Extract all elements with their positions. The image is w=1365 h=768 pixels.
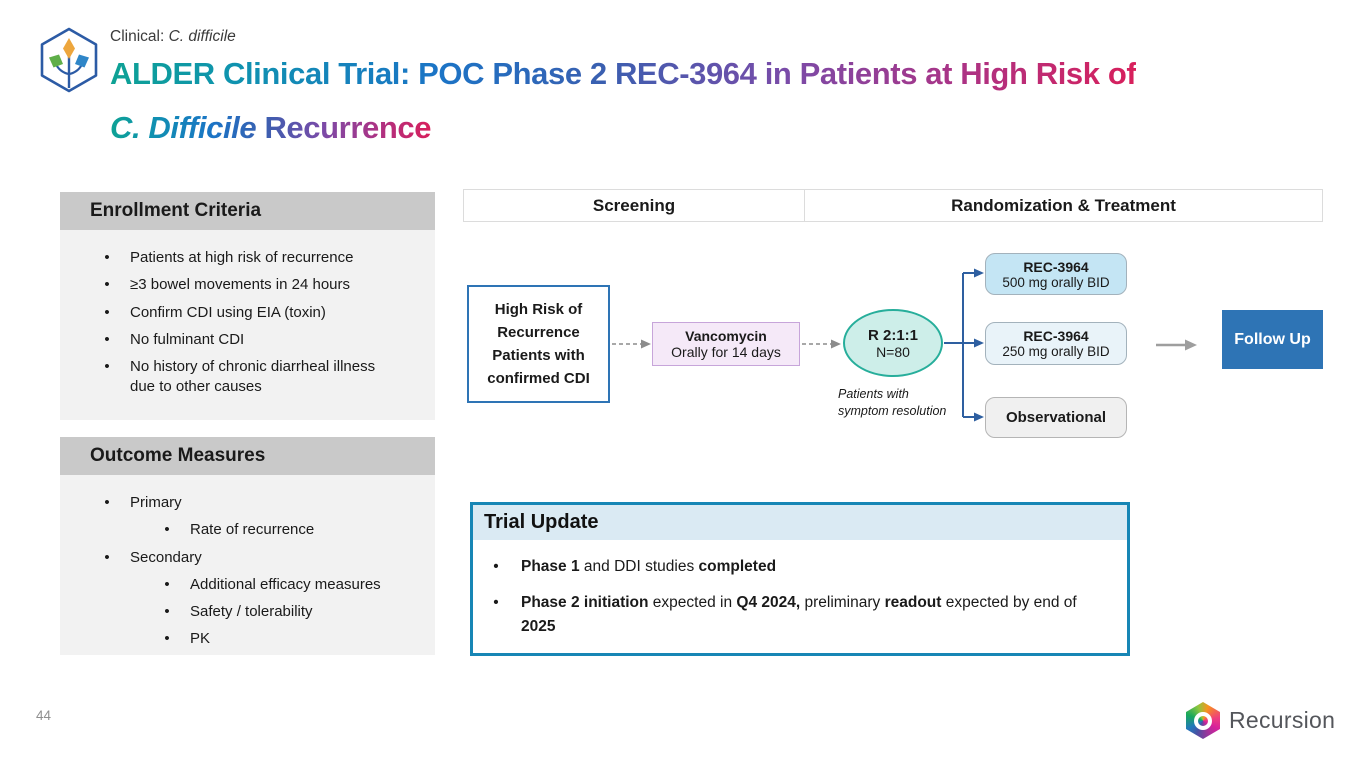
- bullet-label: Safety / tolerability: [190, 603, 313, 620]
- bullet-item: • Safety / tolerability: [160, 602, 435, 622]
- arm-rec3964-250mg-box: REC-3964 250 mg orally BID: [985, 322, 1127, 365]
- bullet-marker: •: [104, 494, 110, 511]
- bullet-marker: •: [493, 594, 499, 612]
- slide-eyebrow: Clinical: C. difficile: [110, 28, 236, 45]
- bullet-label: Patients at high risk of recurrence: [130, 249, 354, 266]
- vancomycin-box: Vancomycin Orally for 14 days: [652, 322, 800, 366]
- bullet-label: Confirm CDI using EIA (toxin): [130, 303, 326, 321]
- bullet-item: • Primary: [100, 493, 435, 513]
- bullet-label: No history of chronic diarrheal illness …: [130, 358, 376, 396]
- bullet-label: Secondary: [130, 548, 202, 566]
- randomization-note: Patients with symptom resolution: [838, 387, 947, 418]
- bullet-item: • Patients at high risk of recurrence: [100, 248, 435, 268]
- phase-header-screening: Screening: [463, 189, 805, 222]
- bullet-item: • Additional efficacy measures: [160, 575, 435, 595]
- bullet-label: Primary: [130, 494, 182, 511]
- follow-up-box: Follow Up: [1222, 310, 1323, 369]
- enrollment-criteria-list: • Patients at high risk of recurrence • ≥3 …: [60, 230, 435, 420]
- bullet-marker: •: [164, 603, 170, 620]
- bullet-marker: •: [164, 521, 170, 539]
- vancomycin-subtitle: Orally for 14 days: [671, 344, 781, 360]
- bullet-label: Rate of recurrence: [190, 521, 315, 539]
- bullet-marker: •: [104, 330, 110, 348]
- bullet-item: • Confirm CDI using EIA (toxin): [100, 303, 435, 323]
- high-risk-patients-box: High Risk of Recurrence Patients with co…: [467, 285, 610, 403]
- arm-observational-box: Observational: [985, 397, 1127, 438]
- bullet-marker: •: [164, 630, 170, 648]
- bullet-item: • PK: [160, 629, 435, 649]
- bullet-label: Additional efficacy measures: [190, 575, 381, 593]
- arm-rec3964-500mg-box: REC-3964 500 mg orally BID: [985, 253, 1127, 295]
- bullet-label: Phase 2 initiation expected in Q4 2024, …: [521, 594, 1077, 635]
- recursion-hexagon-icon: [1186, 702, 1220, 739]
- bullet-marker: •: [493, 558, 499, 575]
- bullet-label: Phase 1 and DDI studies completed: [521, 558, 777, 575]
- bullet-marker: •: [104, 249, 110, 266]
- recursion-wordmark: Recursion: [1229, 707, 1336, 733]
- bullet-label: No fulminant CDI: [130, 330, 245, 348]
- bullet-item: • No fulminant CDI: [100, 330, 435, 350]
- bullet-label: PK: [190, 630, 211, 648]
- outcome-measures-header: Outcome Measures: [60, 437, 435, 475]
- bullet-marker: •: [104, 303, 110, 321]
- page-title-line1: ALDER Clinical Trial: POC Phase 2 REC-39…: [110, 56, 1137, 91]
- bullet-label: ≥3 bowel movements in 24 hours: [130, 276, 351, 294]
- bullet-item: • Rate of recurrence: [160, 520, 435, 540]
- bullet-marker: •: [104, 548, 110, 566]
- trial-update-bullets: • Phase 1 and DDI studies completed • Phase…: [473, 540, 1127, 638]
- trial-update-panel: Trial Update • Phase 1 and DDI studies co…: [470, 502, 1130, 656]
- trial-update-header: Trial Update: [473, 505, 1127, 540]
- randomization-n: N=80: [876, 343, 910, 360]
- bullet-marker: •: [104, 358, 110, 375]
- bullet-marker: •: [164, 575, 170, 593]
- recursion-logo: Recursion: [1186, 702, 1335, 739]
- trial-update-bullet: • Phase 2 initiation expected in Q4 2024,…: [485, 591, 1109, 638]
- outcome-measures-list: • Primary • Rate of recurrence • Secondary • Ad…: [60, 475, 435, 655]
- bullet-marker: •: [104, 276, 110, 294]
- recursion-ring: [1194, 711, 1212, 730]
- page-number: 44: [36, 708, 52, 723]
- trial-update-bullet: • Phase 1 and DDI studies completed: [485, 555, 1109, 578]
- phase-header-row: Screening Randomization & Treatment: [463, 189, 1323, 222]
- vancomycin-title: Vancomycin: [685, 328, 767, 344]
- bullet-item: • Secondary: [100, 548, 435, 568]
- enrollment-criteria-header: Enrollment Criteria: [60, 192, 435, 230]
- alder-trial-icon: [40, 27, 98, 93]
- phase-header-randomization: Randomization & Treatment: [804, 189, 1323, 222]
- randomization-ratio: R 2:1:1: [867, 326, 919, 344]
- page-title-line2: C. Difficile Recurrence: [110, 110, 432, 145]
- bullet-item: • ≥3 bowel movements in 24 hours: [100, 275, 435, 295]
- randomization-ellipse: R 2:1:1 N=80: [843, 309, 943, 377]
- bullet-item: • No history of chronic diarrheal illness…: [100, 357, 435, 398]
